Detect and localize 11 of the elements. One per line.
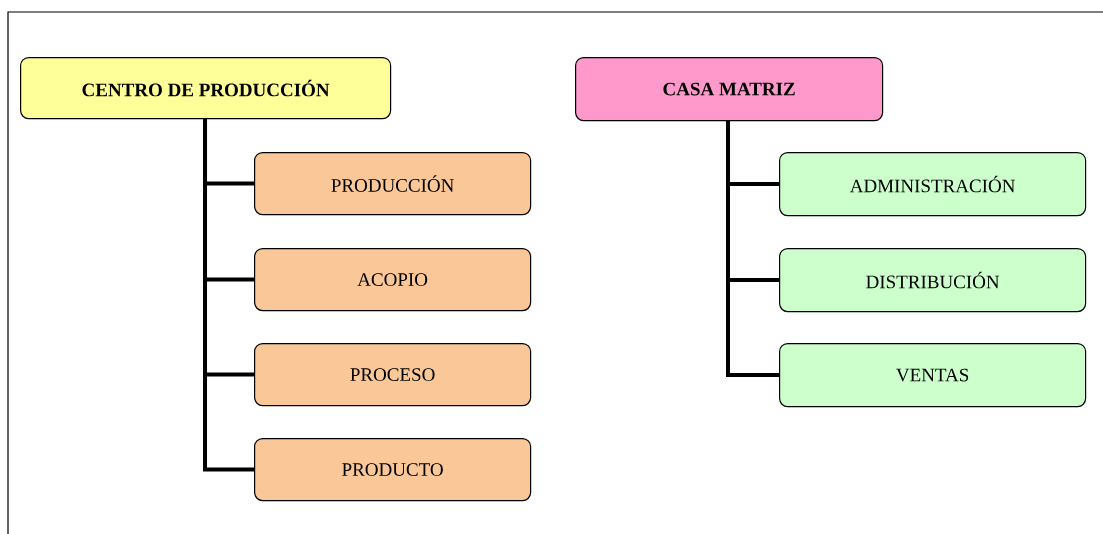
connector-line	[203, 119, 254, 472]
unit-box: PRODUCTO	[254, 438, 532, 502]
heading-box: CASA MATRIZ	[575, 57, 884, 122]
connector-line	[726, 121, 779, 378]
unit-box: VENTAS	[779, 343, 1087, 408]
unit-box: DISTRIBUCIÓN	[779, 248, 1087, 313]
unit-box: ADMINISTRACIÓN	[779, 152, 1087, 217]
unit-box: PROCESO	[254, 343, 532, 407]
unit-box: ACOPIO	[254, 248, 532, 312]
unit-box: PRODUCCIÓN	[254, 152, 532, 216]
heading-box: CENTRO DE PRODUCCIÓN	[20, 57, 392, 120]
